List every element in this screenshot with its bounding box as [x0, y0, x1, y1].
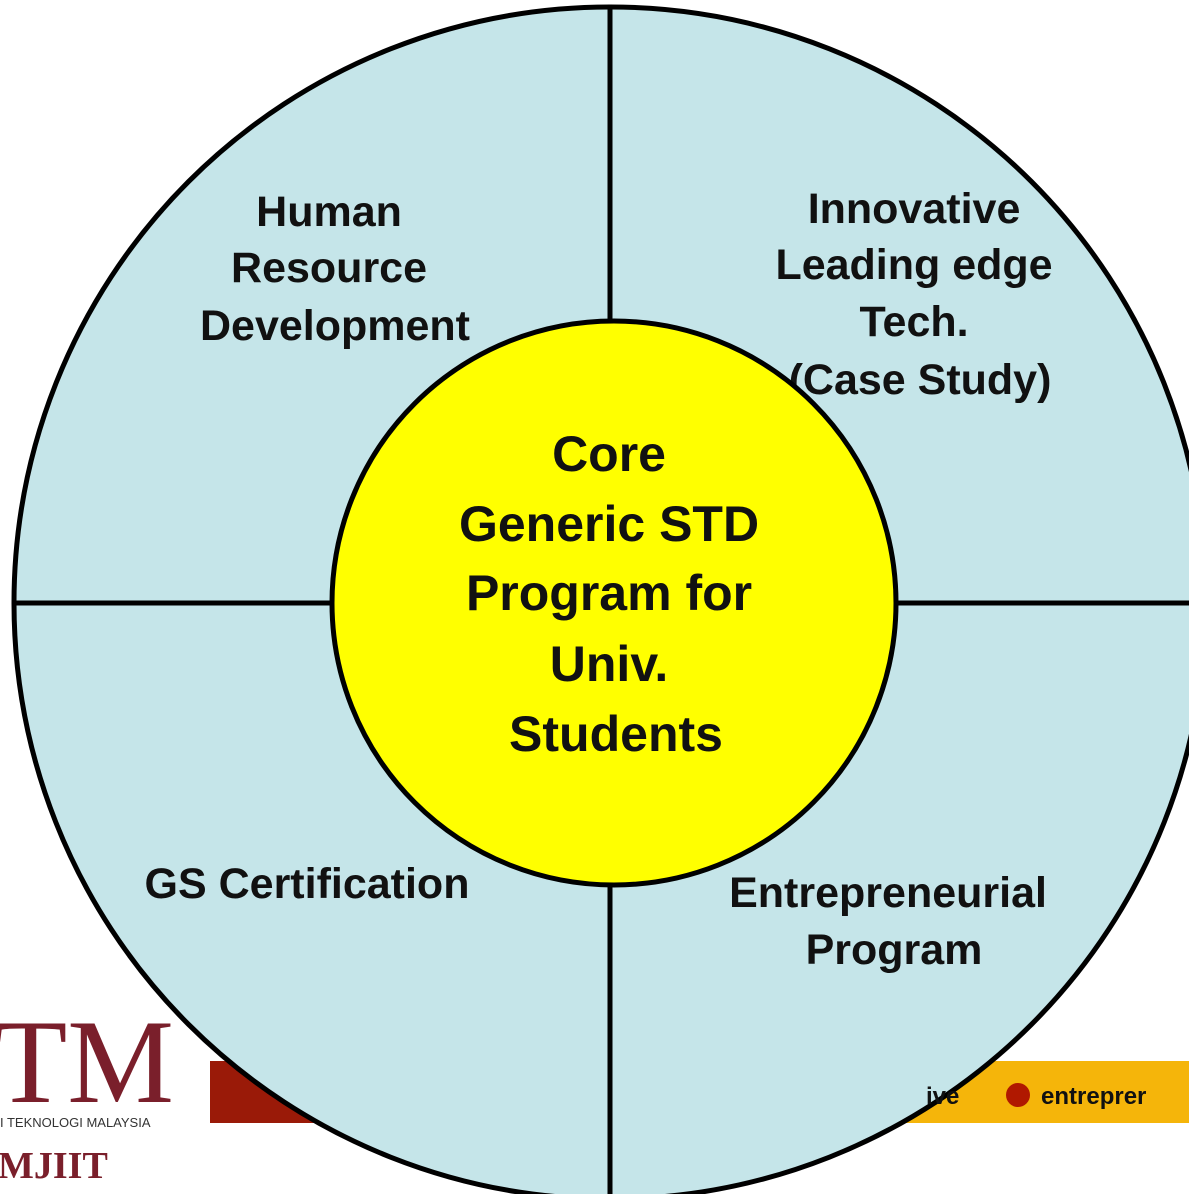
quadrant-bottom-left-label: GS Certification	[145, 860, 470, 908]
banner-left-text: ive	[926, 1083, 959, 1110]
core-label: Core Generic STD Program for Univ. Stude…	[459, 426, 773, 762]
quadrant-top-right-label: Innovative Leading edge Tech. (Case Stud…	[775, 185, 1064, 404]
quadrant-top-left-label: Human Resource Development	[200, 188, 470, 350]
core-circle	[329, 318, 899, 888]
banner-right-text: entreprer	[1041, 1083, 1146, 1110]
banner-bullet-icon	[1006, 1083, 1030, 1107]
logo-institute: MJIIT	[0, 1145, 108, 1187]
utm-logo: TM I TEKNOLOGI MALAYSIA MJIIT	[0, 995, 174, 1187]
logo-mark: TM	[0, 995, 174, 1128]
quadrant-bottom-right-label: Entrepreneurial Program	[729, 869, 1059, 974]
logo-subtitle: I TEKNOLOGI MALAYSIA	[0, 1115, 151, 1130]
